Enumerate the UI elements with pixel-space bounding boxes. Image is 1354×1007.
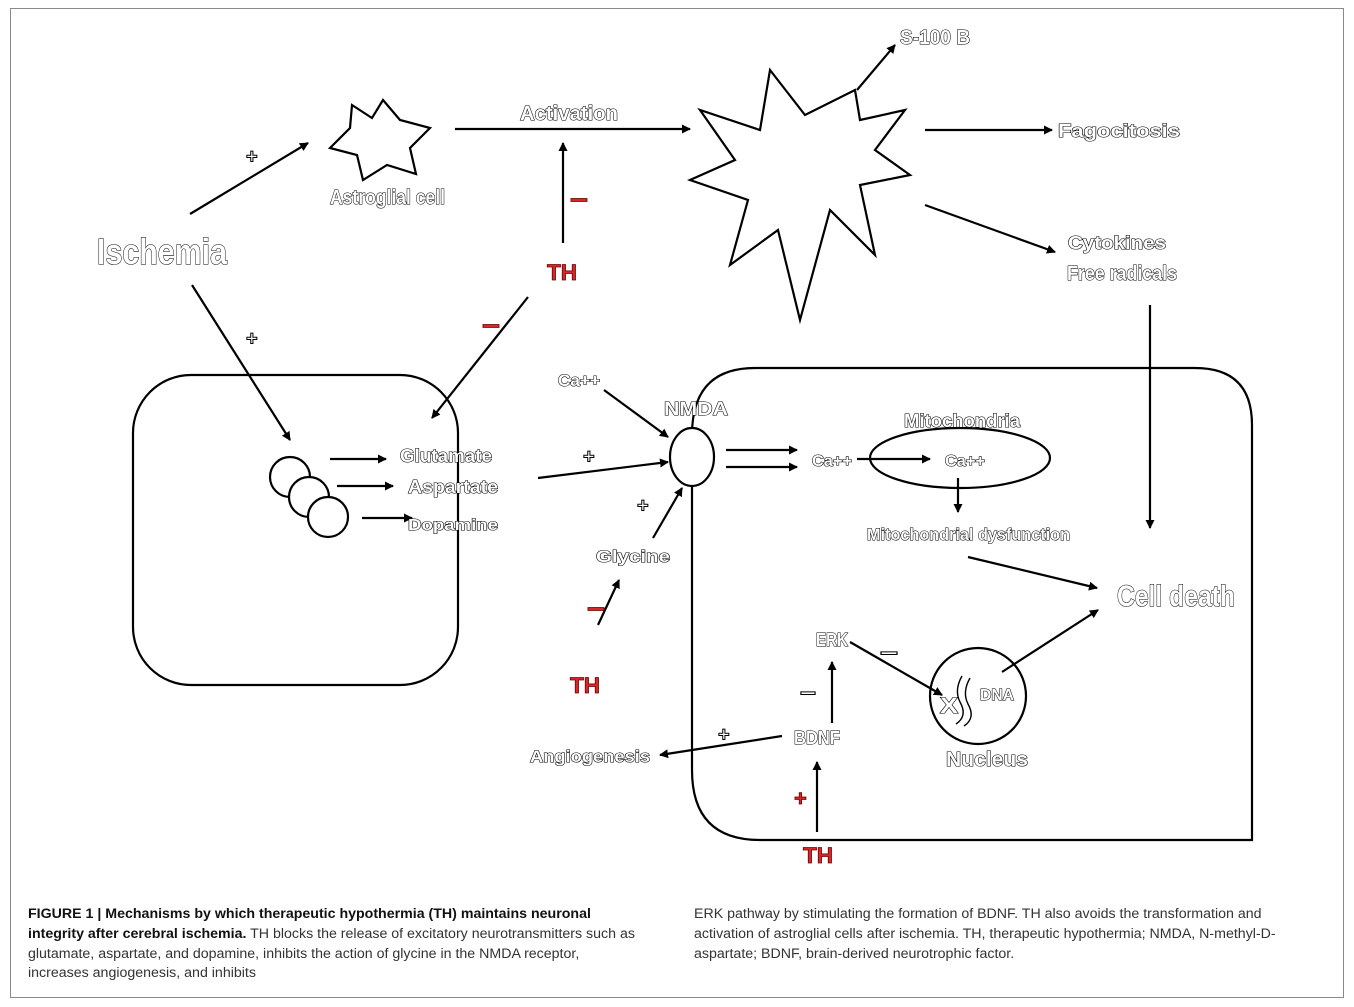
presynaptic-neuron [131,373,460,687]
cell-death-label: Cell death [1117,580,1235,613]
fagocitosis-label: Fagocitosis [1058,121,1180,141]
bdnf-label: BDNF [794,728,840,748]
nmda-label: NMDA [664,399,728,419]
plus-sign: + [246,146,258,168]
arrow-dysfunction-to-cell-death [967,555,1098,591]
angiogenesis-label: Angiogenesis [530,747,650,766]
arrow-th-inhibits-glycine [597,579,620,626]
minus-sign: – [880,636,898,666]
glutamate-label: Glutamate [400,446,492,466]
minus-sign-red: – [570,182,588,215]
figure-label: FIGURE 1 | Mechanisms by which therapeut… [28,906,591,942]
erk-label: ERK [816,630,848,650]
arrow-glutamate-to-nmda [537,458,669,480]
cytokines-label: Cytokines [1068,233,1166,253]
nmda-receptor [668,426,716,488]
minus-sign: – [800,676,816,706]
nucleus-label: Nucleus [946,749,1028,771]
caption-column-2: ERK pathway by stimulating the formation… [694,905,1309,964]
mechanism-diagram: Ischemia Astroglial cell Activation S-10… [96,26,1254,868]
plus-sign: + [246,328,258,350]
ca-label: Ca++ [558,371,600,390]
plus-sign: + [583,446,595,468]
activation-label: Activation [520,103,618,125]
ca-mito-label: Ca++ [945,453,985,470]
plus-sign: + [637,495,649,517]
arrow-erk-to-dna [849,641,943,696]
arrow-dna-to-cell-death [1001,609,1099,673]
astroglial-cell-label: Astroglial cell [330,187,445,209]
plus-sign: + [718,724,730,746]
astroglial-cell-shape [327,98,433,182]
minus-sign-red: – [587,591,605,624]
minus-sign-red: – [482,308,500,341]
dna-strand [955,675,972,727]
caption-column-1: FIGURE 1 | Mechanisms by which therapeut… [28,905,643,984]
th-label: TH [570,673,600,698]
s100b-label: S-100 B [900,27,970,49]
plus-sign-red: + [794,786,807,811]
arrow-to-cytokines [924,203,1056,254]
free-radicals-label: Free radicals [1067,263,1177,285]
mitochondrial-dysfunction-label: Mitochondrial dysfunction [867,525,1070,544]
th-label: TH [547,260,577,285]
arrow-ca-to-nmda [603,389,669,438]
arrow-th-inhibits-release [431,296,529,419]
arrow-glycine-to-nmda [652,487,683,539]
figure-frame [10,8,1344,998]
arrow-ischemia-to-astroglia [189,142,309,215]
aspartate-label: Aspartate [408,477,498,497]
arrow-ischemia-to-neuron [191,284,291,441]
glycine-label: Glycine [596,547,670,566]
caption-text-2: ERK pathway by stimulating the formation… [694,906,1276,962]
dna-label: DNA [980,687,1014,704]
ca-inner-label: Ca++ [812,453,852,470]
dopamine-label: Dopamine [408,517,498,534]
block-x-label: X [940,693,958,718]
vesicle [306,495,350,539]
arrow-bdnf-to-angiogenesis [659,734,783,759]
caption-text-1: TH blocks the release of excitatory neur… [28,925,635,982]
postsynaptic-neuron [690,366,1254,842]
mitochondria-label: Mitochondria [904,411,1021,431]
ischemia-label: Ischemia [97,231,228,272]
th-label: TH [803,843,833,868]
activated-astroglia-shape [687,67,913,325]
arrow-to-s100b [856,44,896,91]
